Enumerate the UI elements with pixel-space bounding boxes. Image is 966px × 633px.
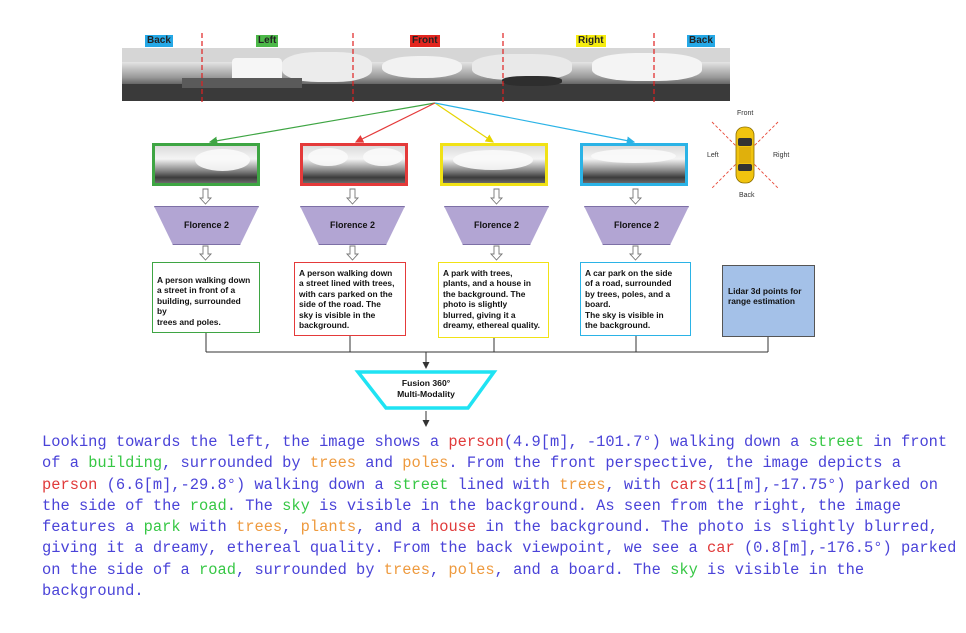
panorama-separators: [201, 33, 655, 104]
entity-green: road: [189, 496, 227, 515]
description-paragraph: Looking towards the left, the image show…: [42, 432, 958, 602]
text-segment: lined with: [448, 475, 560, 494]
text-segment: , surrounded by: [162, 454, 310, 473]
text-segment: , and a: [356, 518, 430, 537]
florence-label-back: Florence 2: [613, 220, 660, 230]
florence-block-back: [584, 206, 689, 245]
text-segment: and: [356, 454, 403, 473]
text-segment: in front of a: [42, 433, 948, 473]
entity-red: cars: [670, 475, 708, 494]
entity-green: street: [392, 475, 449, 494]
entity-green: street: [808, 433, 865, 451]
text-segment: . The: [226, 496, 283, 515]
entity-orange: trees: [235, 518, 283, 537]
orientation-front-label: Front: [737, 110, 754, 117]
direction-label-front: Front: [410, 35, 440, 47]
view-thumbnail-front: [300, 143, 408, 186]
fusion-block: [354, 370, 498, 410]
text-segment: in the background. The photo is slightly…: [42, 518, 938, 558]
entity-orange: poles: [402, 454, 449, 473]
text-segment: with: [180, 518, 236, 537]
entity-orange: trees: [559, 475, 606, 494]
florence-label-left: Florence 2: [183, 220, 230, 230]
direction-label-right: Right: [576, 35, 606, 47]
orientation-left-label: Left: [707, 152, 719, 159]
orientation-back-label: Back: [739, 192, 755, 199]
caption-box-right: A park with trees, plants, and a house i…: [438, 262, 549, 338]
entity-green: sky: [670, 560, 698, 579]
text-segment: Looking towards the left, the image show…: [42, 433, 449, 451]
entity-red: person: [42, 475, 98, 494]
lidar-box: Lidar 3d points for range estimation: [722, 265, 815, 337]
caption-box-back: A car park on the side of a road, surrou…: [580, 262, 691, 336]
text-segment: (0.8[m],-176.5°) parked on the side of a: [42, 539, 957, 579]
florence-label-front: Florence 2: [329, 220, 376, 230]
text-segment: (11[m],-17.75°) parked on the side of th…: [42, 475, 938, 515]
text-segment: ,: [282, 518, 301, 537]
text-segment: is visible in the background. As seen fr…: [42, 496, 901, 537]
orientation-right-label: Right: [773, 152, 790, 159]
entity-orange: trees: [309, 454, 357, 473]
text-segment: , and a board. The: [494, 560, 671, 579]
entity-green: building: [88, 454, 163, 473]
florence-block-right: [444, 206, 549, 245]
entity-red: person: [448, 433, 504, 451]
entity-red: house: [429, 518, 477, 537]
view-thumbnail-right: [440, 143, 548, 186]
view-thumbnail-left: [152, 143, 260, 186]
text-segment: , surrounded by: [235, 560, 384, 579]
caption-box-front: A person walking down a street lined wit…: [294, 262, 406, 336]
text-segment: , with: [605, 475, 671, 494]
direction-label-back-right: Back: [687, 35, 715, 47]
entity-orange: trees: [383, 560, 430, 579]
text-segment: (6.6[m],-29.8°) walking down a: [97, 475, 393, 494]
text-segment: is visible in the background.: [42, 560, 865, 601]
florence-block-front: [300, 206, 405, 245]
flow-connectors: [198, 102, 769, 427]
entity-orange: poles: [448, 560, 495, 579]
direction-label-left: Left: [256, 35, 279, 47]
view-thumbnail-back: [580, 143, 688, 186]
entity-green: park: [143, 518, 181, 537]
florence-block-left: [154, 206, 259, 245]
car-orientation-icon: [711, 121, 779, 189]
text-segment: ,: [429, 560, 449, 579]
entity-green: sky: [282, 496, 310, 515]
entity-green: road: [199, 560, 236, 579]
text-segment: . From the front perspective, the image …: [448, 454, 901, 473]
caption-box-left: A person walking down a street in front …: [152, 262, 260, 333]
entity-orange: plants: [300, 518, 357, 537]
panorama-image: [122, 48, 730, 101]
text-segment: (4.9[m], -101.7°) walking down a: [503, 433, 809, 451]
direction-label-back-left: Back: [145, 35, 173, 47]
entity-red: car: [706, 539, 735, 558]
fusion-label: Fusion 360° Multi-Modality: [397, 378, 455, 399]
florence-label-right: Florence 2: [473, 220, 520, 230]
